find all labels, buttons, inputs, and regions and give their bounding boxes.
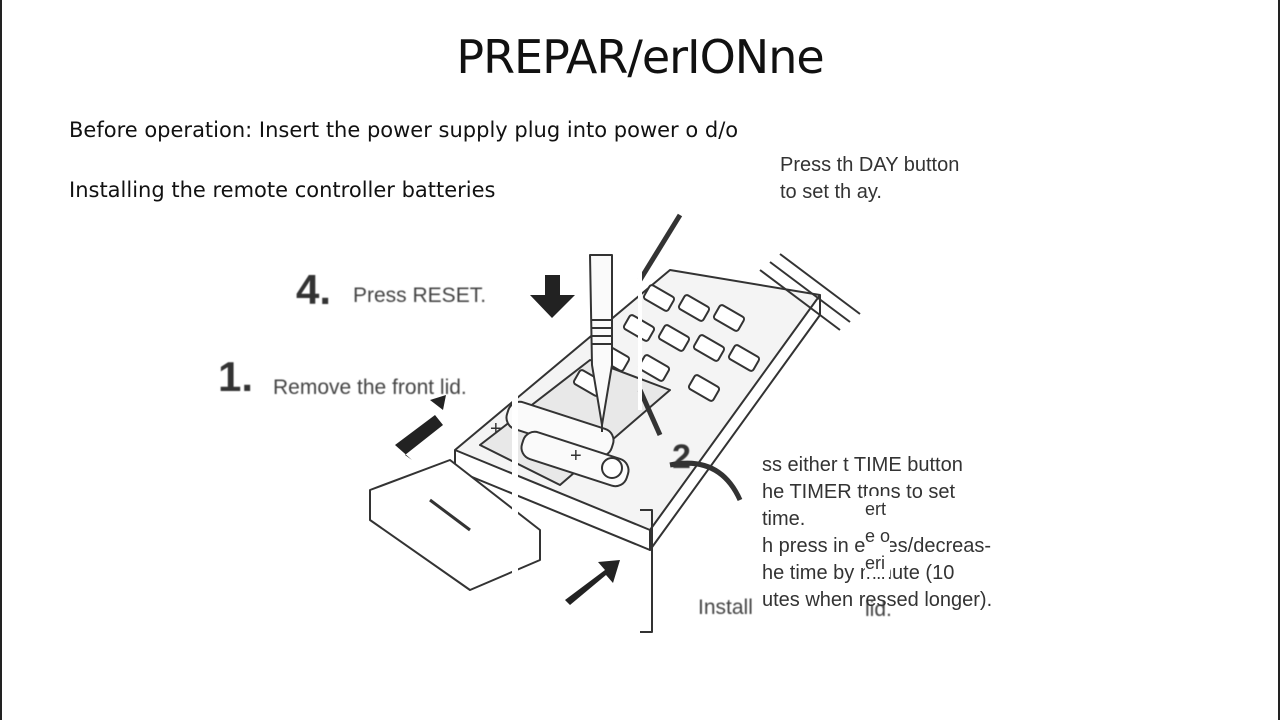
lid-label: lid. — [865, 598, 892, 621]
slide-border-right — [1278, 0, 1280, 720]
install-label: Install — [698, 596, 753, 619]
step-2-number: 2 — [672, 438, 691, 476]
svg-text:+: + — [570, 445, 582, 467]
remote-battery-illustration: + + — [200, 154, 1100, 660]
instruction-line-2: Installing the remote controller batteri… — [69, 178, 496, 202]
step-1-label: Remove the front lid. — [273, 376, 467, 399]
step-4-label: Press RESET. — [353, 284, 487, 307]
instruction-line-1: Before operation: Insert the power suppl… — [69, 118, 739, 142]
day-instruction-panel: Press th DAY button to set th ay. — [780, 154, 960, 203]
slice-gap — [638, 200, 642, 410]
slide-border-left — [0, 0, 2, 720]
step-4-number: 4. — [296, 266, 332, 313]
slide-title: PREPAR∕erIONne — [456, 30, 824, 84]
step-1-number: 1. — [218, 353, 254, 400]
remote-controller-drawing: + + — [369, 213, 861, 633]
svg-text:+: + — [490, 418, 502, 440]
overlap-fragment: ert e o eri — [865, 496, 891, 577]
slice-gap — [512, 200, 518, 640]
